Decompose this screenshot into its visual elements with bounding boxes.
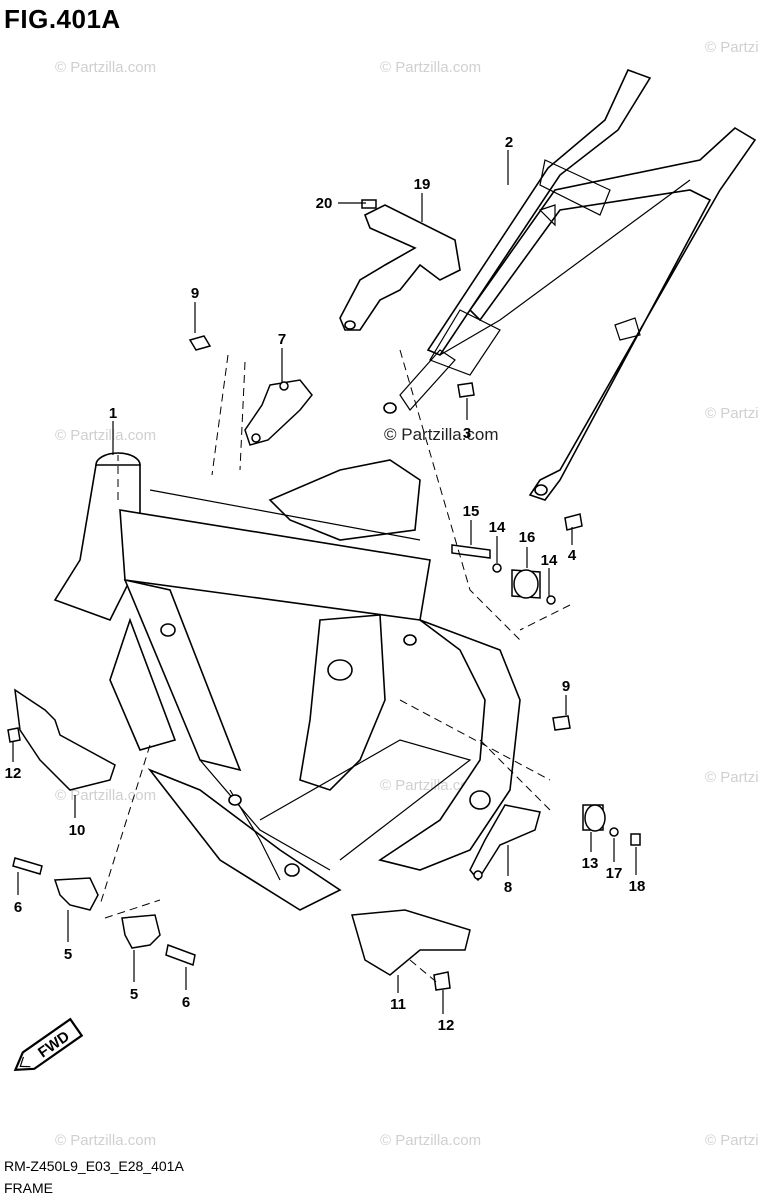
callout-9a: 9	[191, 285, 199, 302]
callout-5b: 5	[130, 986, 138, 1003]
diagram-code: RM-Z450L9_E03_E28_401A	[4, 1158, 184, 1174]
watermark-text: © Partzilla.com	[380, 1132, 481, 1149]
callout-1: 1	[109, 405, 117, 422]
part-19-bracket	[339, 204, 461, 331]
watermark-text: © Partzilla.com	[705, 39, 758, 56]
callout-14b: 14	[541, 552, 558, 569]
part-7-bracket	[244, 379, 313, 446]
watermark-text: © Partzilla.com	[55, 427, 156, 444]
callout-12a: 12	[5, 765, 22, 782]
watermark-layer: © Partzilla.com © Partzilla.com © Partzi…	[55, 39, 758, 1149]
assembly-lines	[99, 349, 571, 986]
callout-labels: 1 2 3 4 5 5 6 6 7 8 9 9 10 11 12 12 13 1…	[5, 134, 646, 1034]
watermark-text: © Partzilla.com	[55, 1132, 156, 1149]
main-frame	[53, 452, 521, 911]
callout-10: 10	[69, 822, 86, 839]
figure-title: FIG.401A	[4, 4, 121, 34]
callout-17: 17	[606, 865, 623, 882]
callout-13: 13	[582, 855, 599, 872]
watermark-text: © Partzilla.com	[55, 59, 156, 76]
callout-3: 3	[463, 425, 471, 442]
callout-19: 19	[414, 176, 431, 193]
callout-12b: 12	[438, 1017, 455, 1034]
callout-5a: 5	[64, 946, 72, 963]
watermark-text: © Partzilla.com	[705, 769, 758, 786]
leader-lines	[12, 150, 637, 1014]
part-8-bracket	[469, 804, 541, 882]
watermark-text: © Partzilla.com	[380, 59, 481, 76]
fasteners	[7, 199, 641, 991]
fwd-direction-badge: FWD	[13, 1017, 84, 1072]
callout-14a: 14	[489, 519, 506, 536]
callout-2: 2	[505, 134, 513, 151]
part-11-guard	[351, 909, 471, 976]
watermark-text: © Partzilla.com	[705, 1132, 758, 1149]
callout-6b: 6	[182, 994, 190, 1011]
callout-6a: 6	[14, 899, 22, 916]
callout-11: 11	[390, 996, 406, 1013]
watermark-text: © Partzilla.com	[705, 405, 758, 422]
rear-subframe	[383, 68, 757, 501]
part-16-bushing	[511, 569, 541, 599]
part-10-guard	[14, 688, 116, 791]
watermark-main-text: © Partzilla.com	[384, 425, 499, 444]
callout-7: 7	[278, 331, 286, 348]
section-name: FRAME	[4, 1180, 53, 1196]
part-13-bushing	[582, 804, 606, 832]
callout-18: 18	[629, 878, 646, 895]
part-5-brackets	[53, 877, 161, 949]
watermark-text: © Partzilla.com	[55, 787, 156, 804]
callout-15: 15	[463, 503, 480, 520]
callout-4: 4	[568, 547, 577, 564]
callout-20: 20	[316, 195, 333, 212]
callout-9b: 9	[562, 678, 570, 695]
callout-16: 16	[519, 529, 536, 546]
callout-8: 8	[504, 879, 512, 896]
watermark-text: © Partzilla.com	[380, 777, 481, 794]
